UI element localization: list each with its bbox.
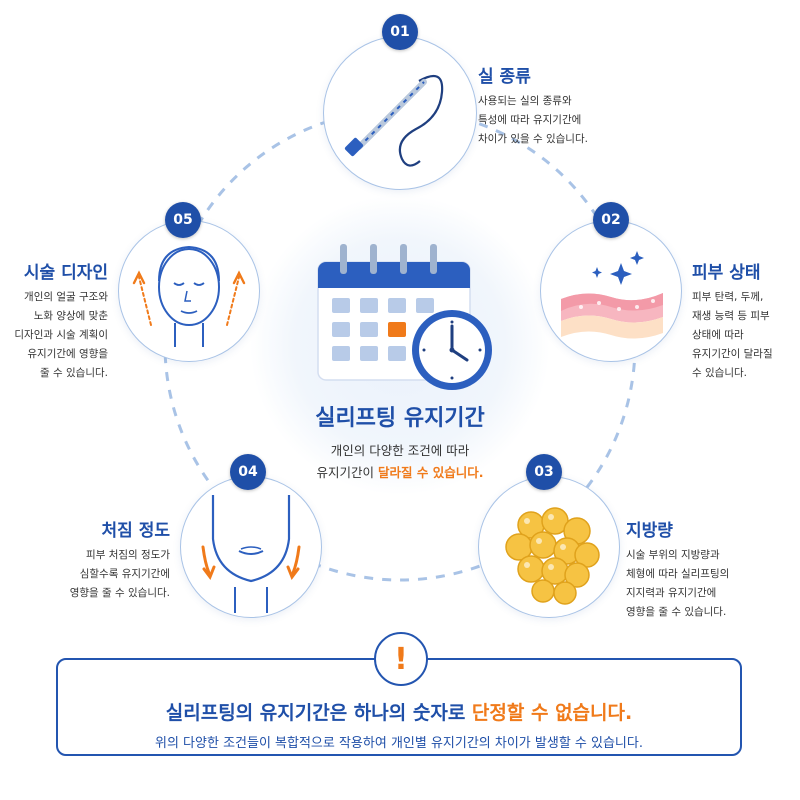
skin-layer-icon	[561, 251, 663, 339]
item-title-thread-type: 실 종류	[478, 67, 531, 87]
desc-line: 수 있습니다.	[692, 367, 747, 379]
sagging-degree-circle	[180, 476, 322, 618]
item-desc-sagging-degree: 피부 처짐의 정도가 심할수록 유지기간에 영향을 줄 수 있습니다.	[10, 546, 170, 603]
desc-line: 줄 수 있습니다.	[40, 367, 108, 379]
step-number-05: 05	[165, 202, 201, 238]
face-lift-icon	[132, 245, 246, 347]
skin-condition-circle	[540, 220, 682, 362]
desc-line: 체형에 따라 실리프팅의	[626, 568, 730, 580]
summary-headline-highlight: 단정할 수 없습니다.	[471, 702, 633, 724]
thread-type-circle	[323, 36, 477, 190]
summary-subtext: 위의 다양한 조건들이 복합적으로 작용하여 개인별 유지기간의 차이가 발생할…	[155, 736, 643, 751]
item-desc-thread-type: 사용되는 실의 종류와 특성에 따라 유지기간에 차이가 있을 수 있습니다.	[478, 92, 588, 149]
step-number-01: 01	[382, 14, 418, 50]
item-desc-skin-condition: 피부 탄력, 두께, 재생 능력 등 피부 상태에 따라 유지기간이 달라질 수…	[692, 288, 773, 383]
desc-line: 유지기간이 달라질	[692, 348, 773, 360]
exclamation-icon: !	[374, 632, 428, 686]
desc-line: 특성에 따라 유지기간에	[478, 114, 582, 126]
desc-line: 개인의 얼굴 구조와	[24, 291, 108, 303]
step-number-03: 03	[526, 454, 562, 490]
desc-line: 시술 부위의 지방량과	[626, 549, 720, 561]
desc-line: 피부 처짐의 정도가	[86, 549, 170, 561]
item-title-sagging-degree: 처짐 정도	[101, 521, 170, 541]
summary-headline-prefix: 실리프팅의 유지기간은 하나의 숫자로	[165, 702, 472, 724]
fat-cells-icon	[505, 507, 600, 605]
step-number-02: 02	[593, 202, 629, 238]
desc-line: 차이가 있을 수 있습니다.	[478, 133, 588, 145]
center-desc-line1: 개인의 다양한 조건에 따라	[330, 443, 470, 458]
center-description: 개인의 다양한 조건에 따라 유지기간이 달라질 수 있습니다.	[250, 440, 550, 484]
step-number-04: 04	[230, 454, 266, 490]
desc-line: 영향을 줄 수 있습니다.	[626, 606, 727, 618]
item-title-fat-amount: 지방량	[626, 521, 673, 541]
desc-line: 사용되는 실의 종류와	[478, 95, 572, 107]
summary-headline: 실리프팅의 유지기간은 하나의 숫자로 단정할 수 없습니다.	[58, 698, 740, 725]
center-desc-line2: 유지기간이 달라질 수 있습니다.	[250, 462, 550, 484]
thread-needle-icon	[344, 74, 444, 167]
desc-line: 영향을 줄 수 있습니다.	[69, 587, 170, 599]
jawline-icon	[201, 495, 301, 613]
center-desc-prefix: 유지기간이	[316, 465, 379, 480]
fat-amount-circle	[478, 476, 620, 618]
item-desc-procedure-design: 개인의 얼굴 구조와 노화 양상에 맞춘 디자인과 시술 계획이 유지기간에 영…	[0, 288, 108, 383]
desc-line: 노화 양상에 맞춘	[33, 310, 108, 322]
item-title-procedure-design: 시술 디자인	[23, 263, 108, 283]
desc-line: 지지력과 유지기간에	[626, 587, 717, 599]
desc-line: 재생 능력 등 피부	[692, 310, 770, 322]
center-title: 실리프팅 유지기간	[315, 406, 485, 431]
item-title-skin-condition: 피부 상태	[692, 263, 761, 283]
procedure-design-circle	[118, 220, 260, 362]
desc-line: 디자인과 시술 계획이	[14, 329, 108, 341]
center-desc-highlight: 달라질 수 있습니다.	[378, 465, 484, 480]
desc-line: 상태에 따라	[692, 329, 744, 341]
desc-line: 피부 탄력, 두께,	[692, 291, 764, 303]
desc-line: 심할수록 유지기간에	[79, 568, 170, 580]
item-desc-fat-amount: 시술 부위의 지방량과 체형에 따라 실리프팅의 지지력과 유지기간에 영향을 …	[626, 546, 729, 622]
desc-line: 유지기간에 영향을	[27, 348, 108, 360]
